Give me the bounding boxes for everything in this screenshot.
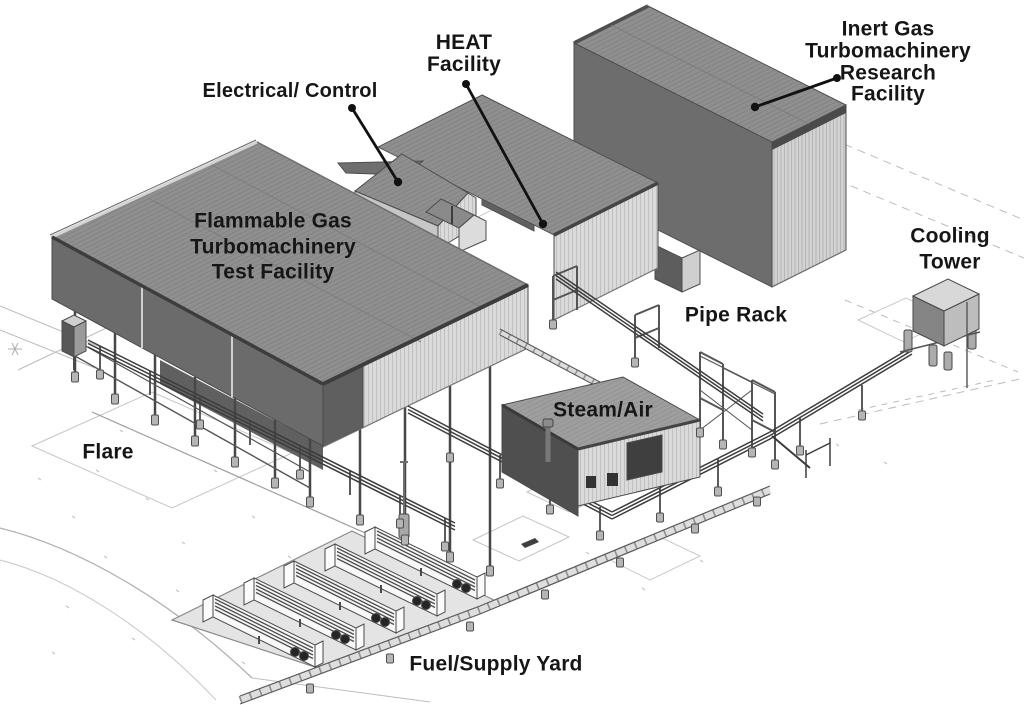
gravel-speckles [37, 429, 888, 665]
steam-stack [542, 418, 554, 462]
ground-star [8, 342, 22, 356]
tube-trailer [202, 594, 324, 668]
leader-inert-gas [754, 76, 838, 109]
pipe-rack-frames [699, 351, 776, 460]
leader-electrical-control [350, 107, 400, 183]
fuel-supply-yard-area [170, 485, 772, 705]
steam-air-building [500, 376, 702, 517]
cooling-tower-structure [899, 278, 981, 388]
leader-lines [348, 74, 841, 229]
leader-heat-facility [464, 83, 545, 225]
cooling-tower-top [911, 278, 981, 312]
pipe-run-east [555, 271, 764, 422]
tube-trailers [202, 526, 486, 668]
ladder-under-building [498, 328, 602, 389]
concrete-footings [71, 319, 866, 694]
heat-facility-building [376, 94, 660, 321]
pipe-run-front [87, 339, 456, 531]
inert-gas-building [572, 4, 848, 293]
yard-ladder-rack [238, 485, 772, 705]
flammable-gas-building [49, 139, 530, 566]
